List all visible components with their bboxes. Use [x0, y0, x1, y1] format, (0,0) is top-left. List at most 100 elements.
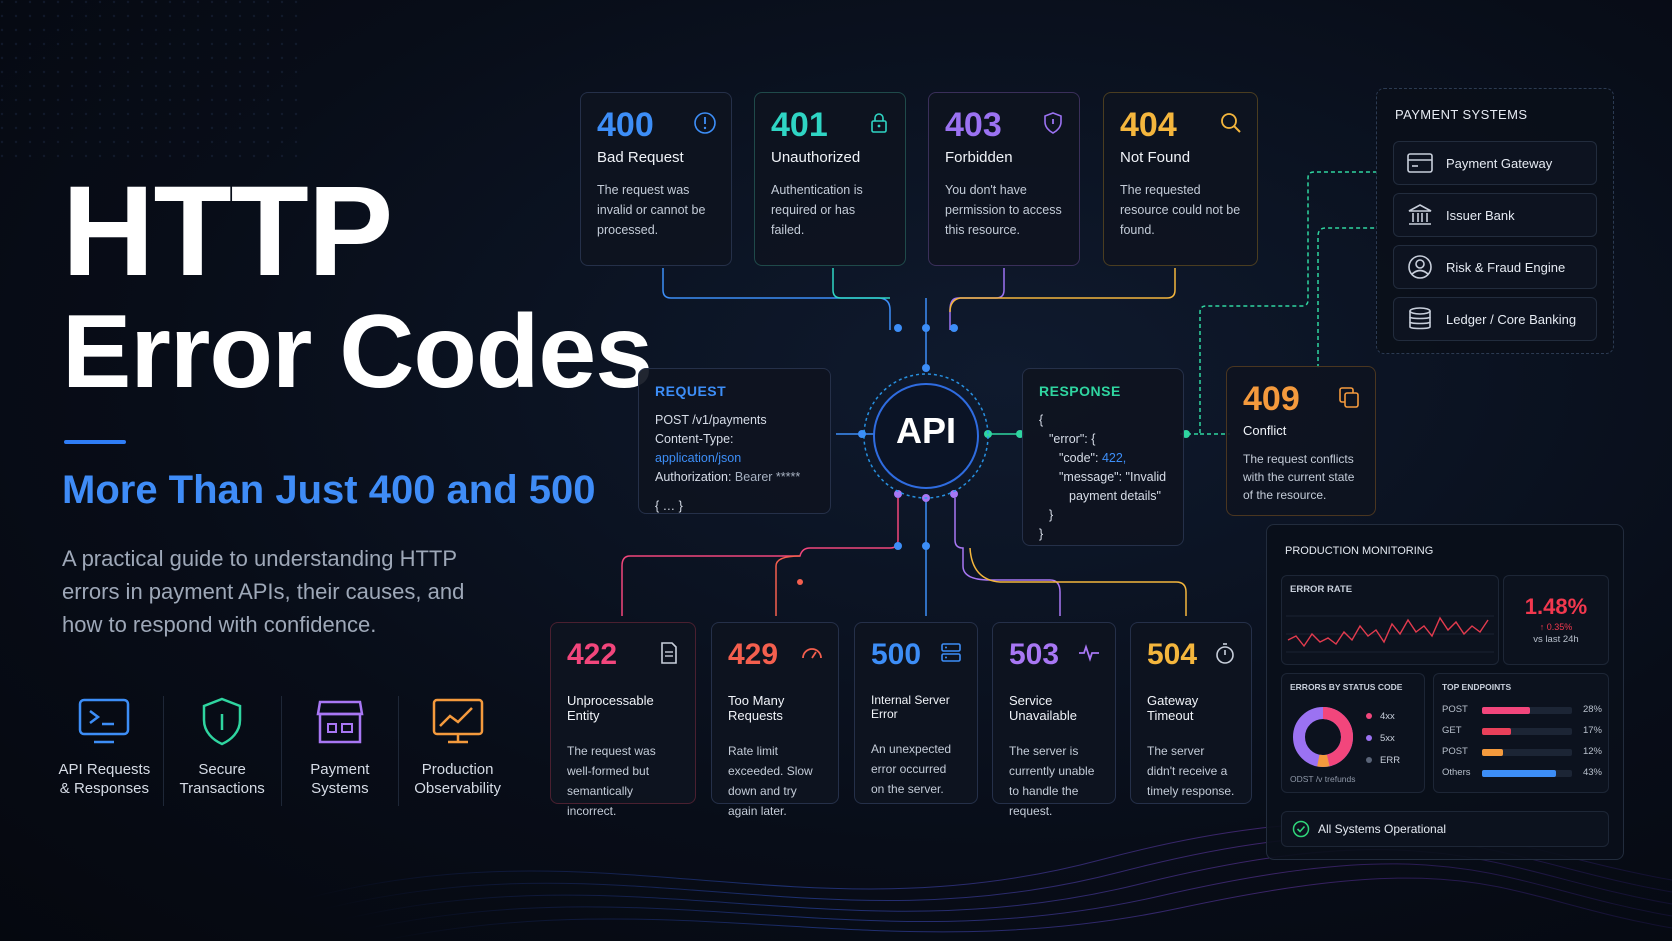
request-panel: REQUEST POST /v1/payments Content-Type: … [638, 368, 831, 514]
stopwatch-icon [1216, 643, 1234, 664]
endpoint-row: GET 17% [1442, 725, 1602, 739]
bank-icon [1408, 204, 1432, 225]
status-code: 404 [1120, 106, 1177, 144]
status-description: The server didn't receive a timely respo… [1147, 744, 1235, 798]
endpoint-percent: 12% [1582, 746, 1602, 757]
lock-icon [871, 113, 887, 133]
ledger-core-banking-item[interactable]: Ledger / Core Banking [1393, 297, 1597, 341]
status-code: 400 [597, 106, 654, 144]
error-card-504[interactable]: 504 Gateway Timeout The server didn't re… [1130, 622, 1252, 804]
error-rate-period: vs last 24h [1533, 634, 1579, 645]
monitoring-title: PRODUCTION MONITORING [1285, 545, 1434, 557]
status-title: Too Many Requests [728, 693, 785, 723]
hero-title-line1: HTTP [62, 160, 393, 303]
api-hub-ring [863, 373, 989, 499]
copy-icon [1339, 387, 1359, 408]
search-icon [1221, 113, 1241, 133]
endpoint-bar-track [1482, 707, 1572, 714]
response-line: payment details" [1069, 489, 1161, 503]
response-line: { [1039, 413, 1044, 427]
top-endpoints-label: TOP ENDPOINTS [1442, 682, 1512, 692]
status-code: 504 [1147, 638, 1198, 671]
payment-gateway-item[interactable]: Payment Gateway [1393, 141, 1597, 185]
status-donut-chart [1293, 707, 1353, 767]
error-card-429[interactable]: 429 Too Many Requests Rate limit exceede… [711, 622, 839, 818]
feature-label: Production Observability [414, 761, 501, 797]
errors-by-status-label: ERRORS BY STATUS CODE [1290, 682, 1403, 692]
payment-system-label: Issuer Bank [1446, 207, 1515, 223]
error-card-404[interactable]: 404 Not Found The requested resource cou… [1103, 92, 1258, 266]
error-rate-sparkline [1286, 615, 1494, 653]
response-line: "error": { [1049, 432, 1096, 446]
issuer-bank-item[interactable]: Issuer Bank [1393, 193, 1597, 237]
risk-fraud-engine-item[interactable]: Risk & Fraud Engine [1393, 245, 1597, 289]
status-code: 503 [1009, 638, 1060, 671]
endpoint-bar-fill [1482, 770, 1556, 777]
status-description: Rate limit exceeded. Slow down and try a… [728, 744, 813, 818]
error-card-401[interactable]: 401 Unauthorized Authentication is requi… [754, 92, 906, 266]
status-code: 500 [871, 638, 922, 671]
response-line: } [1049, 508, 1054, 522]
endpoint-percent: 17% [1582, 725, 1602, 736]
speedometer-icon [802, 648, 822, 659]
hero-description: A practical guide to understanding HTTP … [62, 546, 465, 637]
feature-observability: Production Observability [399, 696, 516, 806]
status-code: 409 [1243, 380, 1300, 418]
errors-by-status-card: ERRORS BY STATUS CODE 4xx 5xx ERR ODST /… [1281, 673, 1425, 793]
endpoint-percent: 28% [1582, 704, 1602, 715]
status-title: Internal Server Error [871, 693, 950, 721]
request-body: { … } [655, 499, 683, 513]
status-description: The server is currently unable to handle… [1009, 744, 1095, 818]
response-panel: RESPONSE { "error": { "code": 422, "mess… [1022, 368, 1184, 546]
system-status-bar: All Systems Operational [1281, 811, 1609, 847]
user-circle-icon [1408, 255, 1432, 279]
legend-item-err: ERR [1366, 750, 1400, 772]
payment-system-label: Risk & Fraud Engine [1446, 259, 1566, 275]
feature-api: API Requests & Responses [46, 696, 164, 806]
status-title: Gateway Timeout [1147, 693, 1199, 723]
status-code: 429 [728, 638, 779, 671]
request-line: POST /v1/payments [655, 413, 767, 427]
status-code: 422 [567, 638, 618, 671]
error-card-500[interactable]: 500 Internal Server Error An unexpected … [854, 622, 978, 804]
status-code: 401 [771, 106, 828, 144]
status-footer: ODST /v trefunds [1290, 774, 1356, 784]
monitoring-panel: PRODUCTION MONITORING ERROR RATE 1.48% ↑… [1266, 524, 1624, 860]
status-title: Forbidden [945, 149, 1013, 166]
status-description: The request conflicts with the current s… [1243, 452, 1355, 502]
error-card-400[interactable]: 400 Bad Request The request was invalid … [580, 92, 732, 266]
request-header-authorization: Authorization: Bearer ***** [655, 470, 801, 484]
error-card-422[interactable]: 422 Unprocessable Entity The request was… [550, 622, 696, 818]
hero-subtitle: More Than Just 400 and 500 [62, 468, 596, 512]
endpoint-method: POST [1442, 704, 1468, 715]
error-rate-label: ERROR RATE [1290, 584, 1353, 595]
endpoint-row: POST 12% [1442, 746, 1602, 760]
error-rate-chart: ERROR RATE [1281, 575, 1499, 665]
status-description: The request was well-formed but semantic… [567, 744, 656, 818]
status-legend: 4xx 5xx ERR [1366, 706, 1400, 772]
endpoint-method: GET [1442, 725, 1462, 736]
endpoint-bar-track [1482, 749, 1572, 756]
error-card-403[interactable]: 403 Forbidden You don't have permission … [928, 92, 1080, 266]
error-rate-delta: ↑ 0.35% [1539, 622, 1573, 632]
shield-icon [1044, 112, 1062, 134]
document-icon [661, 642, 677, 664]
status-description: An unexpected error occurred on the serv… [871, 742, 952, 796]
feature-label: Payment Systems [310, 761, 370, 797]
endpoint-bar-fill [1482, 749, 1503, 756]
error-card-503[interactable]: 503 Service Unavailable The server is cu… [992, 622, 1116, 818]
feature-payment: Payment Systems [282, 696, 400, 806]
error-card-409[interactable]: 409 Conflict The request conflicts with … [1226, 366, 1376, 516]
payment-systems-title: PAYMENT SYSTEMS [1395, 107, 1528, 122]
payment-systems-panel: PAYMENT SYSTEMS Payment Gateway Issuer B… [1376, 88, 1614, 354]
payment-system-label: Payment Gateway [1446, 155, 1553, 171]
endpoint-method: POST [1442, 746, 1468, 757]
chart-monitor-icon [432, 698, 483, 744]
endpoint-bar-track [1482, 770, 1572, 777]
error-rate-value: 1.48% [1524, 594, 1588, 619]
credit-card-icon [1407, 153, 1433, 173]
status-title: Bad Request [597, 149, 684, 166]
status-title: Not Found [1120, 149, 1191, 166]
